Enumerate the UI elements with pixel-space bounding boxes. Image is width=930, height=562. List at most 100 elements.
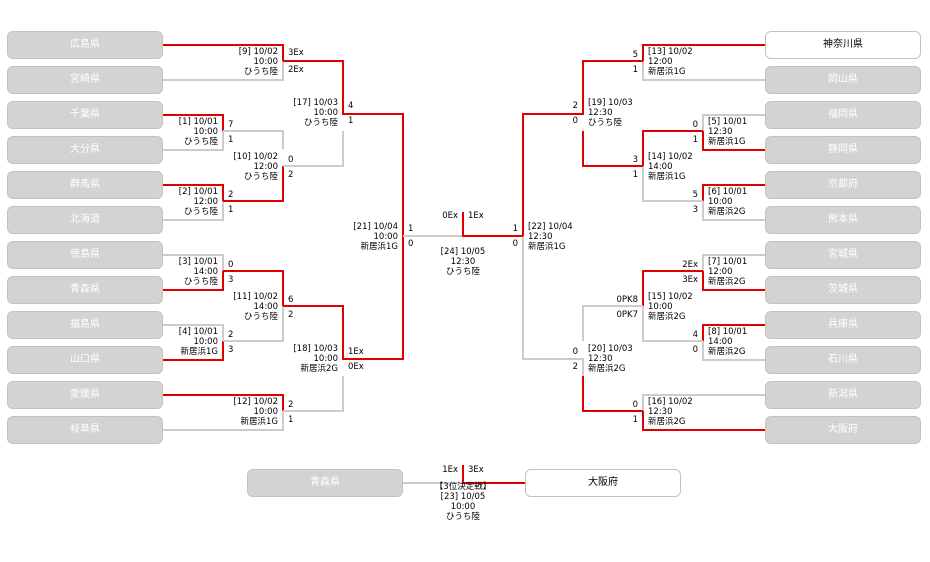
m3-info-1: [3] 10/01 (178, 257, 218, 267)
m8-score-bot: 0 (692, 345, 698, 355)
line-r-m15-out (582, 305, 643, 341)
line-l-m4-bot (163, 341, 224, 361)
m19-score-bot: 0 (572, 116, 578, 126)
team-right-3[interactable]: 福岡県 (765, 101, 921, 129)
team-right-6[interactable]: 熊本県 (765, 206, 921, 234)
m22-info-3: 新居浜1G (528, 242, 566, 252)
line-l-m4-top (163, 324, 224, 341)
m17-score-bot: 1 (348, 116, 354, 126)
line-r-m16-top (642, 394, 765, 411)
line-l-m2-out (223, 166, 284, 202)
m15-score-top: 0PK8 (616, 295, 638, 305)
m14-score-bot: 1 (632, 170, 638, 180)
line-l-m4-out (223, 306, 284, 342)
m13-info-1: [13] 10/02 (648, 47, 693, 57)
line-l-m12-out (283, 376, 344, 412)
m9-info-3: ひうち陸 (243, 67, 278, 77)
team-left-8[interactable]: 青森県 (7, 276, 163, 304)
m24-info-3: ひうち陸 (445, 267, 480, 277)
line-l-m1-out (223, 130, 284, 149)
m14-info-1: [14] 10/02 (648, 152, 693, 162)
m8-score-top: 4 (692, 330, 698, 340)
m16-info-1: [16] 10/02 (648, 397, 693, 407)
team-right-9[interactable]: 兵庫県 (765, 311, 921, 339)
m10-info-1: [10] 10/02 (233, 152, 278, 162)
m15-info-1: [15] 10/02 (648, 292, 693, 302)
m7-info-2: 12:00 (708, 267, 733, 277)
line-l-m3-top (163, 254, 224, 271)
m23-info-3: ひうち陸 (445, 512, 480, 522)
team-right-2[interactable]: 岡山県 (765, 66, 921, 94)
line-l-m2-top (163, 184, 224, 201)
team-left-7[interactable]: 徳島県 (7, 241, 163, 269)
m2-info-2: 12:00 (193, 197, 219, 207)
m24-info: [24] 10/05 12:30 ひうち陸 (423, 247, 503, 277)
team-left-12[interactable]: 岐阜県 (7, 416, 163, 444)
m13-info-2: 12:00 (648, 57, 673, 67)
team-right-1[interactable]: 神奈川県 (765, 31, 921, 59)
team-left-6[interactable]: 北海道 (7, 206, 163, 234)
line-l-m17-top (342, 96, 404, 236)
line-r-m13-bot (642, 61, 765, 81)
line-r-m19-out (522, 96, 584, 236)
m11-info-2: 14:00 (253, 302, 279, 312)
line-r-m16-out (582, 376, 643, 412)
team-left-11[interactable]: 愛媛県 (7, 381, 163, 409)
team-right-4[interactable]: 静岡県 (765, 136, 921, 164)
line-l-m3-out (223, 270, 284, 306)
m11-score-bot: 2 (288, 310, 294, 320)
m4-info-1: [4] 10/01 (178, 327, 218, 337)
m8-info-1: [8] 10/01 (708, 327, 748, 337)
team-right-10[interactable]: 石川県 (765, 346, 921, 374)
team-right-5[interactable]: 京都府 (765, 171, 921, 199)
line-r-m13-out (582, 60, 643, 96)
m2-score-top: 2 (228, 190, 234, 200)
m17-info-3: ひうち陸 (303, 118, 338, 128)
m5-score-top: 0 (692, 120, 698, 130)
m21-info-2: 10:00 (373, 232, 399, 242)
team-right-12[interactable]: 大阪府 (765, 416, 921, 444)
team-left-5[interactable]: 群馬県 (7, 171, 163, 199)
line-l-m3-bot (163, 271, 224, 291)
third-place-right-team[interactable]: 大阪府 (525, 469, 681, 497)
team-left-10[interactable]: 山口県 (7, 346, 163, 374)
m13-score-bot: 1 (632, 65, 638, 75)
team-left-2[interactable]: 宮崎県 (7, 66, 163, 94)
m6-info-3: 新居浜2G (708, 207, 746, 217)
m22-score-bot: 0 (512, 239, 518, 249)
team-left-3[interactable]: 千葉県 (7, 101, 163, 129)
third-place-left-team[interactable]: 青森県 (247, 469, 403, 497)
team-right-11[interactable]: 新潟県 (765, 381, 921, 409)
m6-info-2: 10:00 (708, 197, 733, 207)
m19-info-3: ひうち陸 (588, 118, 623, 128)
m9-info-2: 10:00 (253, 57, 279, 67)
m13-info-3: 新居浜1G (648, 67, 686, 77)
m13-info: [13] 10/02 12:00 新居浜1G (648, 47, 693, 77)
line-r-m6-out (642, 166, 703, 202)
m14-info: [14] 10/02 14:00 新居浜1G (648, 152, 693, 182)
m4-info-3: 新居浜1G (180, 347, 219, 357)
line-l-m1-bot (163, 131, 224, 151)
m14-info-3: 新居浜1G (648, 172, 686, 182)
team-left-4[interactable]: 大分県 (7, 136, 163, 164)
m9-info-1: [9] 10/02 (238, 47, 278, 57)
line-l-m11-out (283, 305, 344, 341)
m1-info: [1] 10/01 10:00 ひうち陸 (158, 117, 218, 147)
team-left-1[interactable]: 広島県 (7, 31, 163, 59)
m16-score-top: 0 (632, 400, 638, 410)
m7-info: [7] 10/01 12:00 新居浜2G (708, 257, 747, 287)
m3-score-bot: 3 (228, 275, 234, 285)
line-l-m9-out (283, 60, 344, 96)
m15-info-2: 10:00 (648, 302, 673, 312)
m5-info-1: [5] 10/01 (708, 117, 748, 127)
m2-info-1: [2] 10/01 (178, 187, 218, 197)
team-right-8[interactable]: 茨城県 (765, 276, 921, 304)
team-left-9[interactable]: 福島県 (7, 311, 163, 339)
m7-score-bot: 3Ex (682, 275, 698, 285)
m3-score-top: 0 (228, 260, 234, 270)
m22-info-1: [22] 10/04 (528, 222, 573, 232)
line-r-m8-top (702, 324, 765, 341)
m23-info-1: [23] 10/05 (440, 492, 486, 502)
m7-info-3: 新居浜2G (708, 277, 746, 287)
team-right-7[interactable]: 宮城県 (765, 241, 921, 269)
